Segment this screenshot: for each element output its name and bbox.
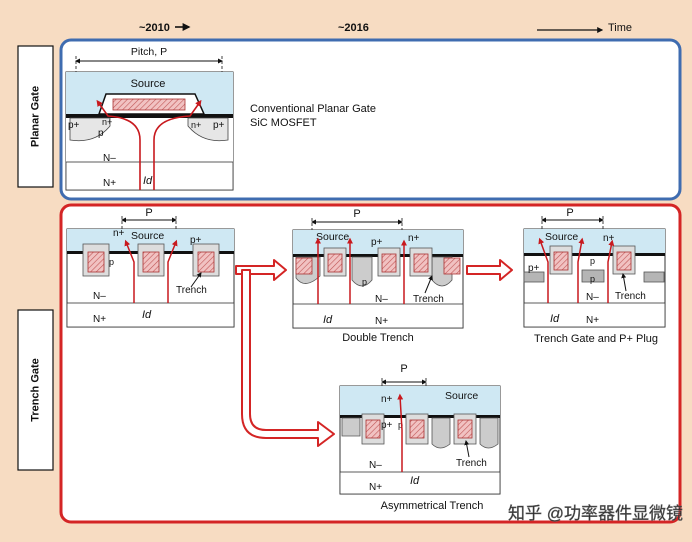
asym-n-plus-label: n+ bbox=[381, 394, 393, 405]
timeline: ~2010 ~2016 Time bbox=[139, 22, 632, 34]
asym-pitch-label: P bbox=[400, 363, 407, 375]
trench-gate-cell: P n+ Source p+ p Trench N– Id N+ bbox=[66, 207, 235, 328]
planar-p-left: p bbox=[98, 128, 104, 139]
planar-source-label: Source bbox=[131, 78, 166, 90]
trench-current-label: Id bbox=[142, 309, 152, 321]
plug-p-label-upper: p bbox=[590, 256, 595, 266]
double-trench-label: Trench bbox=[413, 294, 444, 305]
plug-source-label: Source bbox=[545, 231, 578, 243]
row-label-trench: Trench Gate bbox=[17, 309, 54, 471]
year-2010-label: ~2010 bbox=[139, 22, 170, 34]
evolution-arrow-double-to-plug bbox=[466, 259, 513, 281]
asym-p-plus-label: p+ bbox=[381, 420, 393, 431]
asym-p-label: p bbox=[398, 420, 403, 430]
asym-source-label: Source bbox=[445, 390, 478, 402]
trench-gate-row-label: Trench Gate bbox=[29, 358, 41, 422]
double-source-label: Source bbox=[316, 231, 349, 243]
double-n-plus-substrate-label: N+ bbox=[375, 316, 388, 327]
trench-plug-cell: P Source n+ p+ p p N– Trench Id N+ Trenc… bbox=[523, 207, 666, 345]
double-trench-caption: Double Trench bbox=[342, 332, 414, 344]
trench-p-plus-label: p+ bbox=[190, 235, 202, 246]
row-label-planar: Planar Gate bbox=[17, 45, 54, 188]
asym-trench-label: Trench bbox=[456, 458, 487, 469]
double-pitch-label: P bbox=[353, 208, 360, 220]
planar-n-plus-right: n+ bbox=[191, 120, 201, 130]
asymmetrical-trench-cell: P n+ Source p+ p Trench N– Id N+ Asymmet… bbox=[339, 363, 501, 512]
planar-gate-poly bbox=[112, 98, 186, 111]
trench-n-plus-substrate-label: N+ bbox=[93, 314, 106, 325]
asym-current-label: Id bbox=[410, 475, 420, 487]
plug-n-minus-label: N– bbox=[586, 292, 599, 303]
trench-label: Trench bbox=[176, 285, 207, 296]
year-2016-label: ~2016 bbox=[338, 22, 369, 34]
current-path-right bbox=[153, 99, 202, 190]
plug-current-label: Id bbox=[550, 313, 560, 325]
double-p-plus-label: p+ bbox=[371, 237, 383, 248]
asym-trench-caption: Asymmetrical Trench bbox=[381, 500, 484, 512]
watermark-text: 知乎 @功率器件显微镜 bbox=[508, 504, 683, 523]
plug-trench-label: Trench bbox=[615, 291, 646, 302]
evolution-arrow-trench-to-asymmetric bbox=[241, 269, 335, 447]
time-axis-label: Time bbox=[608, 22, 632, 34]
double-n-minus-label: N– bbox=[375, 294, 388, 305]
asym-n-plus-substrate-label: N+ bbox=[369, 482, 382, 493]
planar-p-plus-left: p+ bbox=[68, 120, 80, 131]
planar-n-plus-left: n+ bbox=[102, 117, 112, 127]
planar-n-plus-substrate: N+ bbox=[103, 178, 116, 189]
double-p-label: p bbox=[362, 277, 367, 287]
asym-n-minus-label: N– bbox=[369, 460, 382, 471]
planar-gate-cell: Pitch, P Source p+ p n+ n+ p+ N– N+ Id C… bbox=[65, 46, 376, 191]
plug-n-plus-substrate-label: N+ bbox=[586, 315, 599, 326]
double-n-plus-label: n+ bbox=[408, 233, 420, 244]
planar-n-minus: N– bbox=[103, 153, 116, 164]
planar-gate-row-label: Planar Gate bbox=[29, 86, 41, 147]
plug-caption: Trench Gate and P+ Plug bbox=[534, 333, 658, 345]
trench-p-label: p bbox=[109, 257, 114, 267]
trench-pitch-label: P bbox=[145, 207, 152, 219]
plug-n-plus-label: n+ bbox=[603, 233, 615, 244]
trench-n-minus-label: N– bbox=[93, 291, 106, 302]
pitch-label: Pitch, P bbox=[131, 46, 167, 58]
planar-current-label: Id bbox=[143, 175, 153, 187]
planar-p-plus-right: p+ bbox=[213, 120, 225, 131]
double-trench-cell: P Source n+ p+ p N– Trench Id N+ Double … bbox=[292, 208, 464, 344]
plug-p-plus-label: p+ bbox=[528, 263, 540, 274]
double-current-label: Id bbox=[323, 314, 333, 326]
planar-caption-line-2: SiC MOSFET bbox=[250, 117, 317, 129]
plug-pitch-label: P bbox=[566, 207, 573, 219]
current-path-left bbox=[96, 99, 141, 190]
trench-n-plus-label: n+ bbox=[113, 228, 125, 239]
planar-caption-line-1: Conventional Planar Gate bbox=[250, 103, 376, 115]
plug-p-label-lower: p bbox=[590, 274, 595, 284]
trench-source-label: Source bbox=[131, 230, 164, 242]
